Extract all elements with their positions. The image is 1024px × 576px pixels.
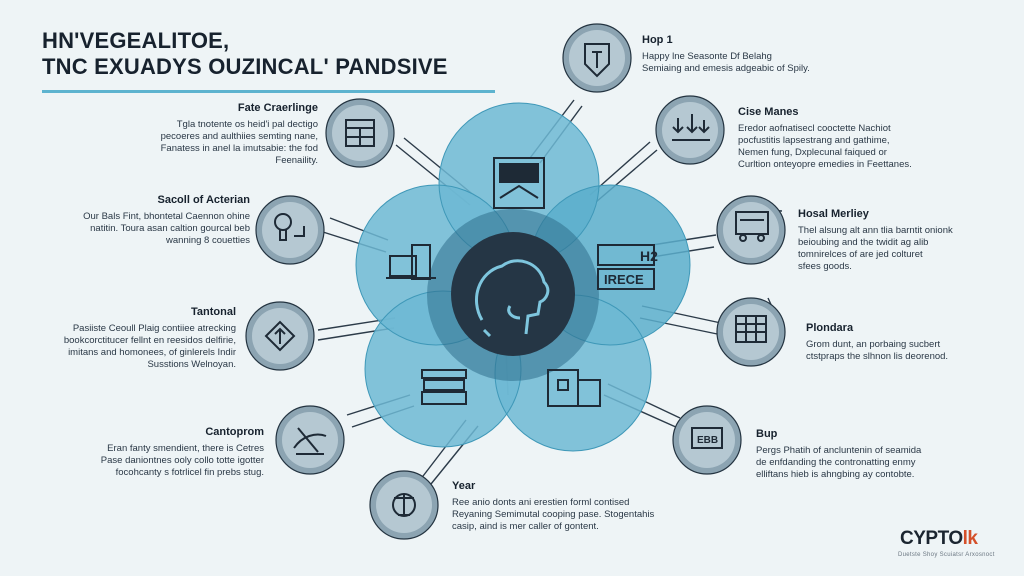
building-icon [547, 369, 601, 407]
info-line: Curltion onteyopre emedies in Feettanes. [738, 159, 912, 170]
window-grid-icon [345, 119, 375, 147]
globe-stand-icon [735, 315, 767, 343]
info-line: ctstpraps the slhnon lis deorenod. [806, 351, 949, 362]
bulb-icon [274, 213, 305, 241]
info-line: Reyaning Semimutal cooping pase. Stogent… [452, 509, 655, 520]
desk-icon [386, 244, 436, 280]
info-block-bup: Bup Pergs Phatih of ancluntenin of seami… [756, 428, 952, 481]
svg-text:H2: H2 [640, 248, 658, 264]
info-line: beioubing and the twidit ag alib [798, 237, 929, 248]
info-block-tantonal: Tantonal Pasiiste Ceoull Plaig contiiee … [26, 306, 236, 371]
info-heading: Tantonal [190, 306, 236, 318]
info-line: Fanatess in anel la imutsabie: the fod [160, 143, 318, 154]
info-block-hosal: Hosal Merliey Thel alsung alt ann tlia b… [798, 208, 998, 273]
arrows-down-icon [672, 114, 710, 141]
info-line: elliftans hieb is ahngbing ay contobte. [756, 469, 915, 480]
info-heading: Year [452, 480, 476, 492]
info-block-cantoprom: Cantoprom Eran fanty smendient, there is… [50, 426, 264, 479]
brand-logo: CYPTOlk [900, 528, 978, 550]
info-line: Semiaing and emesis adgeabic of Spily. [642, 63, 810, 74]
shield-icon [584, 43, 610, 78]
info-line: Grom dunt, an porbaing sucbert [806, 339, 941, 350]
info-heading: Plondara [806, 322, 854, 334]
info-block-hop: Hop 1 Happy lne Seasonte Df Belahg Semia… [642, 34, 862, 75]
info-heading: Bup [756, 428, 778, 440]
info-line: Pase daniontnes ooly collo totte igotter [100, 455, 264, 466]
info-line: Eredor aofnatisecl cooctette Nachiot [738, 123, 891, 134]
title-line-2: TNC EXUADYS OUZINCAL' PANDSIVE [42, 54, 448, 79]
info-line: wanning 8 couetties [166, 235, 250, 246]
info-line: Pergs Phatih of ancluntenin of seamida [756, 445, 922, 456]
hub-circle [451, 232, 575, 356]
car-icon [735, 211, 769, 242]
info-line: pocfustitis lapsestrang and gathime, [738, 135, 890, 146]
info-line: Tgla tnotente os heid'i pal dectigo [176, 119, 318, 130]
page-title: HN'VEGEALITOE, TNC EXUADYS OUZINCAL' PAN… [42, 28, 448, 80]
monitor-icon [493, 157, 545, 209]
info-block-plondara: Plondara Grom dunt, an porbaing sucbert … [806, 322, 996, 363]
landscape-icon [392, 493, 416, 517]
info-line: Eran fanty smendient, there is Cetres [107, 443, 264, 454]
info-line: Thel alsung alt ann tlia barntit onionk [798, 225, 953, 236]
info-line: Nemen fung, Dxplecunal faiqued or [738, 147, 887, 158]
info-heading: Hop 1 [642, 34, 673, 46]
info-line: Susstions Welnoyan. [147, 359, 236, 370]
svg-text:EBB: EBB [697, 435, 718, 446]
info-heading: Cantoprom [205, 426, 264, 438]
info-line: focohcanty s fotrlicel fin prebs stug. [115, 467, 264, 478]
info-block-fate: Fate Craerlinge Tgla tnotente os heid'i … [112, 102, 318, 167]
info-block-year: Year Ree anio donts ani erestien forml c… [452, 480, 684, 533]
info-line: natitin. Toura asan caltion gourcal beb [90, 223, 250, 234]
info-line: imitans and homonees, of ginlerels Indir [68, 347, 236, 358]
info-line: Our Bals Fint, bhontetal Caennon ohine [83, 211, 250, 222]
info-heading: Cise Manes [738, 106, 799, 118]
blocks-icon [421, 369, 467, 405]
title-underline [42, 90, 495, 93]
logo-tagline: Duetste Shoy Scuiatsr Arxosnoct [898, 552, 995, 558]
info-heading: Hosal Merliey [798, 208, 869, 220]
info-heading: Fate Craerlinge [237, 102, 318, 114]
svg-text:IRECE: IRECE [604, 272, 644, 287]
info-line: pecoeres and aulthiies semting nane, [160, 131, 318, 142]
info-line: sfees goods. [798, 261, 852, 272]
logo-main: CYPTO [900, 528, 963, 549]
info-line: Happy lne Seasonte Df Belahg [642, 51, 772, 62]
arrow-up-icon [264, 320, 296, 352]
logo-accent: lk [962, 528, 978, 549]
stamp-icon: EBB [691, 427, 723, 449]
tag-icon: H2 IRECE [597, 244, 658, 290]
title-line-1: HN'VEGEALITOE, [42, 28, 230, 53]
info-block-cise: Cise Manes Eredor aofnatisecl cooctette … [738, 106, 956, 171]
info-heading: Sacoll of Acterian [157, 194, 250, 206]
info-line: de enfdanding the contronatting enmy [756, 457, 916, 468]
pickaxe-icon [293, 427, 327, 455]
head-icon [475, 259, 550, 338]
info-block-sacoll: Sacoll of Acterian Our Bals Fint, bhonte… [38, 194, 250, 247]
info-line: bookcorctitucer fellnt en reesidos delfi… [63, 335, 236, 346]
info-line: Feenaility. [275, 155, 318, 166]
info-line: casip, aind is mer caller of gontent. [452, 521, 599, 532]
info-line: Ree anio donts ani erestien forml contis… [452, 497, 630, 508]
info-line: Pasiiste Ceoull Plaig contiiee atrecking [72, 323, 236, 334]
info-line: tomnirelces of are jed colturet [798, 249, 923, 260]
